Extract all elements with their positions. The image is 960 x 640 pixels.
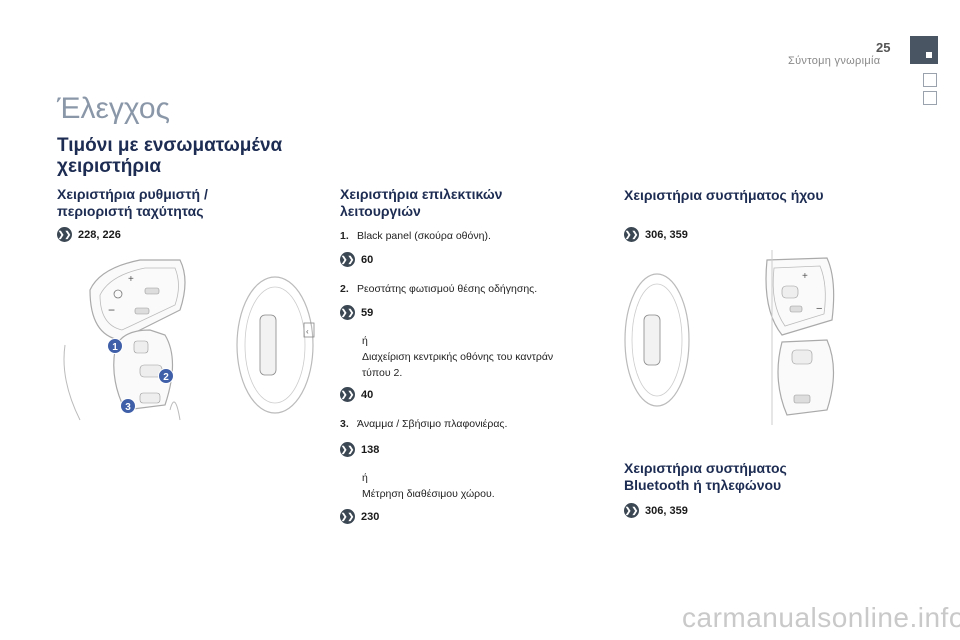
section-subtitle: Τιμόνι με ενσωματωμένα χειριστήρια bbox=[57, 135, 282, 177]
steering-wheel-diagram-left: + − 1 2 3 ‹ bbox=[60, 250, 340, 425]
ref-40-text: 40 bbox=[361, 388, 374, 401]
bluetooth-heading: Χειριστήρια συστήματος Bluetooth ή τηλεφ… bbox=[624, 460, 787, 494]
volume-up-icon: + bbox=[802, 271, 808, 282]
steering-wheel-inner bbox=[244, 286, 306, 404]
alt-1-line1: Διαχείριση κεντρικής οθόνης του καντράν bbox=[362, 351, 554, 363]
alt-1-line2: τύπου 2. bbox=[362, 367, 403, 379]
ref-59[interactable]: ❯❯ 59 bbox=[340, 305, 373, 320]
page-title: Έλεγχος bbox=[57, 92, 170, 125]
cruise-icon bbox=[113, 289, 123, 299]
page-ref-icon: ❯❯ bbox=[57, 227, 72, 242]
chapter-tab-empty-1 bbox=[923, 73, 937, 87]
light-button bbox=[139, 392, 161, 404]
steering-wheel-outline bbox=[624, 273, 690, 407]
page-ref-icon: ❯❯ bbox=[340, 305, 355, 320]
plus-icon: + bbox=[128, 274, 134, 285]
audio-heading: Χειριστήρια συστήματος ήχου bbox=[624, 187, 824, 203]
page-ref-icon: ❯❯ bbox=[624, 227, 639, 242]
section-subtitle-line2: χειριστήρια bbox=[57, 156, 162, 177]
list-button bbox=[789, 305, 803, 313]
item-2: 2. Ρεοστάτης φωτισμού θέσης οδήγησης. bbox=[340, 281, 537, 297]
source-button bbox=[781, 285, 799, 299]
chapter-tab-empty-2 bbox=[923, 91, 937, 105]
or-1: ή bbox=[362, 335, 368, 347]
ref-138[interactable]: ❯❯ 138 bbox=[340, 442, 379, 457]
minus-icon: − bbox=[108, 303, 115, 317]
page-number: 25 bbox=[876, 40, 891, 55]
callout-3 bbox=[120, 398, 136, 414]
section-subtitle-line1: Τιμόνι με ενσωματωμένα bbox=[57, 135, 283, 156]
phone-button bbox=[791, 349, 813, 365]
audio-switch-inner bbox=[772, 265, 826, 327]
steering-wheel-inner bbox=[631, 283, 683, 397]
audio-page-ref[interactable]: ❯❯ 306, 359 bbox=[624, 227, 688, 242]
page-ref-icon: ❯❯ bbox=[340, 387, 355, 402]
item-2-number: 2. bbox=[340, 283, 349, 295]
item-1-text: Black panel (σκούρα οθόνη). bbox=[357, 230, 491, 242]
ref-40[interactable]: ❯❯ 40 bbox=[340, 387, 373, 402]
functions-heading: Χειριστήρια επιλεκτικών λειτουργιών bbox=[340, 186, 502, 220]
bluetooth-page-ref[interactable]: ❯❯ 306, 359 bbox=[624, 503, 688, 518]
esc-button bbox=[793, 394, 811, 404]
ref-59-text: 59 bbox=[361, 306, 374, 319]
audio-switch-panel bbox=[765, 257, 835, 336]
alternative-2: ή Μέτρηση διαθέσιμου χώρου. bbox=[362, 470, 495, 502]
ref-60[interactable]: ❯❯ 60 bbox=[340, 252, 373, 267]
cruise-page-ref[interactable]: ❯❯ 228, 226 bbox=[57, 227, 121, 242]
ref-230[interactable]: ❯❯ 230 bbox=[340, 509, 379, 524]
callout-3-label: 3 bbox=[125, 402, 131, 413]
ref-230-text: 230 bbox=[361, 510, 380, 523]
callout-1-label: 1 bbox=[112, 342, 118, 353]
limit-button bbox=[144, 287, 160, 295]
alternative-1: ή Διαχείριση κεντρικής οθόνης του καντρά… bbox=[362, 333, 553, 381]
item-2-text: Ρεοστάτης φωτισμού θέσης οδήγησης. bbox=[357, 283, 538, 295]
chevron-left-icon: ‹ bbox=[306, 327, 309, 336]
steering-wheel-outline bbox=[236, 276, 314, 414]
callout-2 bbox=[158, 368, 174, 384]
black-panel-button bbox=[133, 340, 149, 354]
cruise-switch-panel bbox=[89, 259, 186, 341]
volume-down-icon: − bbox=[816, 303, 822, 315]
chapter-title: Σύντομη γνωριμία bbox=[788, 55, 881, 67]
wheel-spoke bbox=[169, 401, 181, 421]
cruise-heading-line1: Χειριστήρια ρυθμιστή / bbox=[57, 186, 208, 202]
page-ref-icon: ❯❯ bbox=[340, 442, 355, 457]
ref-138-text: 138 bbox=[361, 443, 380, 456]
page-ref-icon: ❯❯ bbox=[340, 252, 355, 267]
callout-1 bbox=[107, 338, 123, 354]
cruise-control-heading: Χειριστήρια ρυθμιστή / περιοριστή ταχύτη… bbox=[57, 186, 208, 220]
chapter-tab-mark bbox=[926, 52, 932, 58]
ref-60-text: 60 bbox=[361, 253, 374, 266]
or-2: ή bbox=[362, 472, 368, 484]
wheel-rim-left bbox=[63, 344, 81, 421]
bluetooth-heading-line2: Bluetooth ή τηλεφώνου bbox=[624, 477, 782, 493]
mem-button bbox=[134, 307, 150, 315]
cruise-ref-text: 228, 226 bbox=[78, 228, 121, 241]
alt-2-text: Μέτρηση διαθέσιμου χώρου. bbox=[362, 488, 495, 500]
cruise-switch-inner bbox=[99, 267, 179, 331]
item-3: 3. Άναμμα / Σβήσιμο πλαφονιέρας. bbox=[340, 416, 507, 432]
page-ref-icon: ❯❯ bbox=[340, 509, 355, 524]
chapter-tab-active bbox=[910, 36, 938, 64]
cruise-heading-line2: περιοριστή ταχύτητας bbox=[57, 203, 204, 219]
hub-right-controls bbox=[643, 314, 661, 366]
functions-heading-line1: Χειριστήρια επιλεκτικών bbox=[340, 186, 503, 202]
callout-2-label: 2 bbox=[163, 372, 169, 383]
item-1-number: 1. bbox=[340, 230, 349, 242]
item-1: 1. Black panel (σκούρα οθόνη). bbox=[340, 228, 491, 244]
bluetooth-heading-line1: Χειριστήρια συστήματος bbox=[624, 460, 787, 476]
item-3-number: 3. bbox=[340, 418, 349, 430]
hub-right-marker bbox=[303, 322, 315, 338]
functions-heading-line2: λειτουργιών bbox=[340, 203, 421, 219]
hub-left-controls bbox=[259, 314, 277, 376]
watermark[interactable]: carmanualsonline.info bbox=[682, 602, 960, 633]
page-ref-icon: ❯❯ bbox=[624, 503, 639, 518]
bluetooth-ref-text: 306, 359 bbox=[645, 504, 688, 517]
item-3-text: Άναμμα / Σβήσιμο πλαφονιέρας. bbox=[357, 418, 508, 430]
audio-ref-text: 306, 359 bbox=[645, 228, 688, 241]
steering-wheel-diagram-right: + − bbox=[622, 250, 847, 425]
